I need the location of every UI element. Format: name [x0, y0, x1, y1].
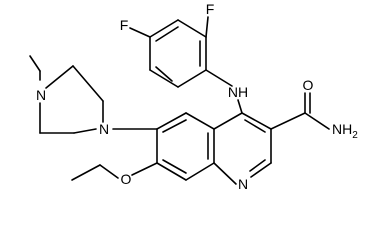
carbonyl-o-label: O — [303, 77, 314, 93]
ethoxy-group — [71, 162, 158, 181]
methylpiperazine-ring — [29, 55, 158, 134]
amide-nh-text: NH — [332, 121, 352, 137]
ethoxy-o-label: O — [121, 171, 132, 187]
anilino-nh-label: NH — [228, 84, 248, 100]
piperazine-n-methyl-label: N — [36, 87, 46, 103]
difluorophenyl-ring — [129, 16, 233, 88]
piperazine-n-aryl-label: N — [99, 121, 109, 137]
carboxamide-group — [270, 92, 330, 130]
quinoline-core — [156, 112, 272, 185]
chemical-structure: F F NH N N N O O NH2 — [29, 1, 358, 192]
fluorine-label-top: F — [206, 1, 215, 17]
quinoline-n-label: N — [238, 176, 248, 192]
amide-subscript-2: 2 — [352, 130, 358, 141]
amide-nh2-label: NH2 — [332, 121, 358, 141]
fluorine-label-para: F — [120, 17, 129, 33]
nh-c4-bond — [237, 99, 243, 114]
